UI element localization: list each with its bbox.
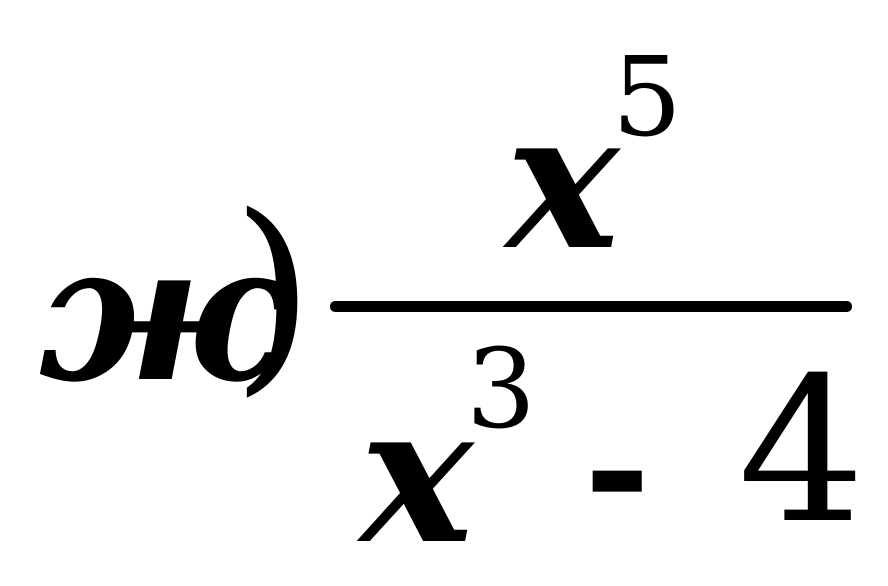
item-label-paren: ) bbox=[232, 170, 314, 415]
denominator-operator: - bbox=[584, 374, 651, 562]
numerator-exponent: 5 bbox=[612, 33, 682, 161]
fraction-bar bbox=[330, 301, 852, 312]
math-formula: ж ) x 5 x 3 - 4 bbox=[38, 33, 866, 570]
denominator-constant: 4 bbox=[738, 335, 866, 568]
item-label-letter: ж bbox=[38, 201, 286, 424]
numerator-variable: x bbox=[506, 69, 620, 292]
denominator-variable: x bbox=[360, 363, 474, 586]
denominator-exponent: 3 bbox=[466, 325, 536, 453]
